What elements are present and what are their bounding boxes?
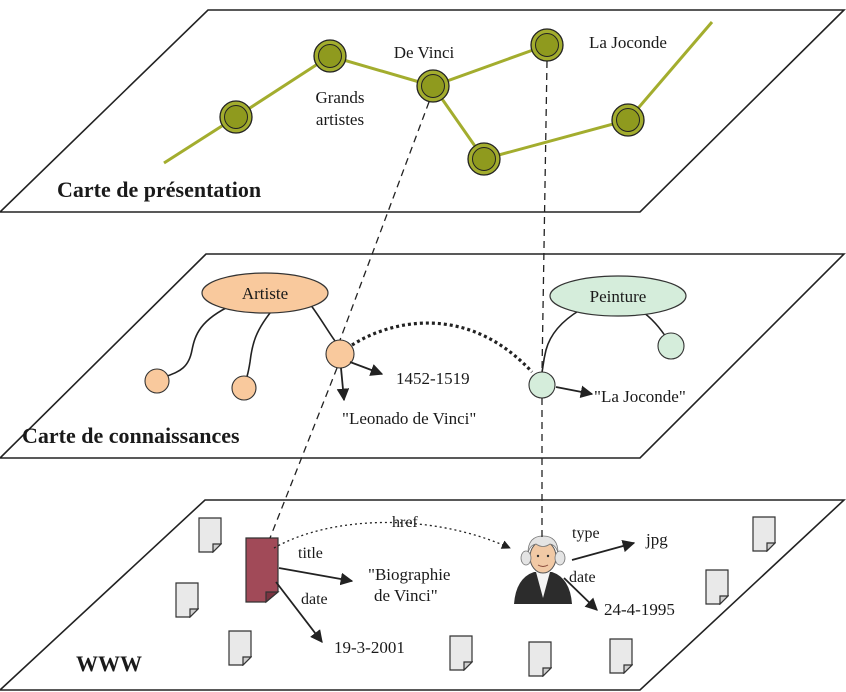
date-property-label-doc: date (301, 591, 328, 608)
document-icon (228, 630, 252, 666)
date-property-label-img: date (569, 569, 596, 586)
link-joconde-topic-to-concept (541, 60, 548, 373)
topic-node-grands-artistes[interactable] (313, 39, 347, 73)
date-arrow-img (563, 577, 598, 611)
document-icon (609, 638, 633, 674)
topic-path (431, 21, 714, 161)
date-value-doc: 19-3-2001 (334, 638, 405, 657)
concept-peinture[interactable] (549, 275, 687, 317)
date-arrow-doc (275, 581, 323, 643)
name-value: "Leonado de Vinci" (342, 409, 476, 428)
link-de-vinci-concept-to-document (269, 367, 338, 539)
document-icon (449, 635, 473, 671)
topic-node[interactable] (611, 103, 645, 137)
topic-node-la-joconde[interactable] (530, 28, 564, 62)
document-icon (198, 517, 222, 553)
topic-node[interactable] (467, 142, 501, 176)
dates-arrow (349, 361, 384, 376)
label-de-vinci: De Vinci (394, 43, 455, 62)
biography-document[interactable] (245, 537, 280, 604)
joconde-value: "La Joconde" (594, 387, 686, 406)
presentation-plane: Carte de présentation Grands artist (0, 9, 846, 213)
label-la-joconde: La Joconde (589, 33, 667, 52)
document-icon (175, 582, 199, 618)
peinture-branch (541, 309, 581, 373)
type-arrow (571, 539, 636, 561)
href-label: href (392, 514, 418, 531)
knowledge-plane-title: Carte de connaissances (22, 423, 240, 448)
document-icon (705, 569, 729, 605)
document-icon (528, 641, 552, 677)
type-property-label: type (572, 525, 600, 542)
title-property-label: title (298, 545, 323, 562)
type-value: jpg (645, 530, 668, 549)
label-artistes: artistes (316, 110, 364, 129)
instance-node[interactable] (231, 375, 257, 401)
instance-node-joconde[interactable] (528, 371, 556, 399)
link-de-vinci-topic-to-concept (339, 101, 430, 341)
association-link (351, 321, 534, 374)
portrait-icon[interactable] (514, 535, 572, 604)
href-link (273, 521, 511, 549)
title-arrow (278, 567, 354, 586)
knowledge-plane: Carte de connaissances Artiste Peinture … (0, 253, 846, 459)
label-grands: Grands (315, 88, 364, 107)
biography-value-line2: de Vinci" (374, 586, 438, 605)
title-value-arrow (555, 385, 594, 399)
date-value-img: 24-4-1995 (604, 600, 675, 619)
concept-peinture-label: Peinture (590, 287, 647, 306)
www-plane-title: WWW (76, 651, 142, 676)
instance-node-de-vinci[interactable] (325, 339, 355, 369)
www-plane: WWW href title "Biographie de Vinci" dat… (0, 499, 846, 691)
topic-node[interactable] (219, 100, 253, 134)
artiste-branch (157, 304, 233, 381)
document-icon (752, 516, 776, 552)
instance-node[interactable] (657, 332, 685, 360)
concept-artiste[interactable] (201, 272, 329, 314)
biography-value-line1: "Biographie (368, 565, 450, 584)
presentation-plane-title: Carte de présentation (57, 177, 261, 202)
name-arrow (336, 367, 350, 402)
dates-value: 1452-1519 (396, 369, 470, 388)
topic-node-de-vinci[interactable] (416, 69, 450, 103)
concept-artiste-label: Artiste (242, 284, 288, 303)
instance-node[interactable] (144, 368, 170, 394)
